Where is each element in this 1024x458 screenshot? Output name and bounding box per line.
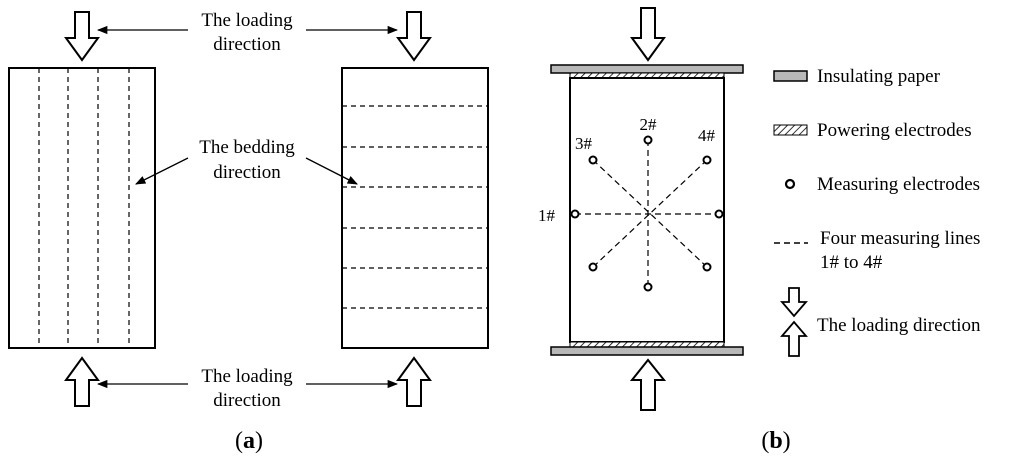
up-arrow-icon <box>780 320 808 357</box>
legend-insulating-paper: Insulating paper <box>817 66 941 87</box>
bedding-lines-horizontal <box>342 105 488 309</box>
measuring-line-4 <box>592 159 708 268</box>
loading-direction-label-bottom: The loading <box>201 366 293 387</box>
measuring-line-3 <box>592 159 708 268</box>
legend-measuring-electrodes: Measuring electrodes <box>817 174 980 195</box>
electrode-label-1: 1# <box>538 206 556 225</box>
caption-a: (a) <box>235 428 263 454</box>
circle-electrode-icon <box>702 155 712 165</box>
up-arrow-icon <box>64 356 100 407</box>
leader-arrow <box>305 157 358 185</box>
circle-electrode-icon <box>714 209 724 219</box>
up-arrow-icon <box>396 356 432 407</box>
loading-direction-label-bottom: direction <box>213 390 281 411</box>
measuring-electrodes <box>570 135 724 292</box>
electrode-label-2: 2# <box>640 115 658 134</box>
legend-loading-direction: The loading direction <box>817 315 981 336</box>
insulating-paper-bottom <box>550 346 744 356</box>
specimen-horizontal-bedding <box>341 67 489 349</box>
hatch-swatch-icon <box>773 124 808 136</box>
panel-b: 1# 2# 3# 4# (b) <box>538 7 791 454</box>
insulating-paper-swatch <box>773 70 808 82</box>
legend-powering-electrodes: Powering electrodes <box>817 120 972 141</box>
measuring-lines <box>575 140 719 287</box>
electrode-label-4: 4# <box>698 126 716 145</box>
electrode-label-3: 3# <box>575 134 593 153</box>
loading-direction-label-top: The loading <box>201 10 293 31</box>
circle-electrode-icon <box>570 209 580 219</box>
insulating-paper-top <box>550 64 744 74</box>
up-arrow-icon <box>629 358 667 411</box>
loading-direction-label-top: direction <box>213 34 281 55</box>
down-arrow-icon <box>780 287 808 318</box>
circle-electrode-icon <box>588 262 598 272</box>
down-arrow-icon <box>396 11 432 62</box>
circle-electrode-icon <box>702 262 712 272</box>
down-arrow-icon <box>64 11 100 62</box>
bedding-lines-vertical <box>38 68 130 348</box>
circle-electrode-icon <box>784 178 796 190</box>
bedding-direction-label: The bedding <box>199 137 295 158</box>
panel-a: The loading direction The bedding direct… <box>8 10 489 454</box>
caption-b: (b) <box>761 428 790 454</box>
circle-electrode-icon <box>643 135 653 145</box>
specimen-vertical-bedding <box>8 67 156 349</box>
circle-electrode-icon <box>643 282 653 292</box>
bedding-direction-label: direction <box>213 162 281 183</box>
leader-arrow <box>135 157 189 185</box>
legend: Insulating paper Powering electrodes Mea… <box>773 66 981 357</box>
circle-electrode-icon <box>588 155 598 165</box>
legend-measuring-lines: Four measuring lines <box>820 228 980 249</box>
legend-measuring-lines: 1# to 4# <box>820 252 883 273</box>
down-arrow-icon <box>630 7 666 62</box>
